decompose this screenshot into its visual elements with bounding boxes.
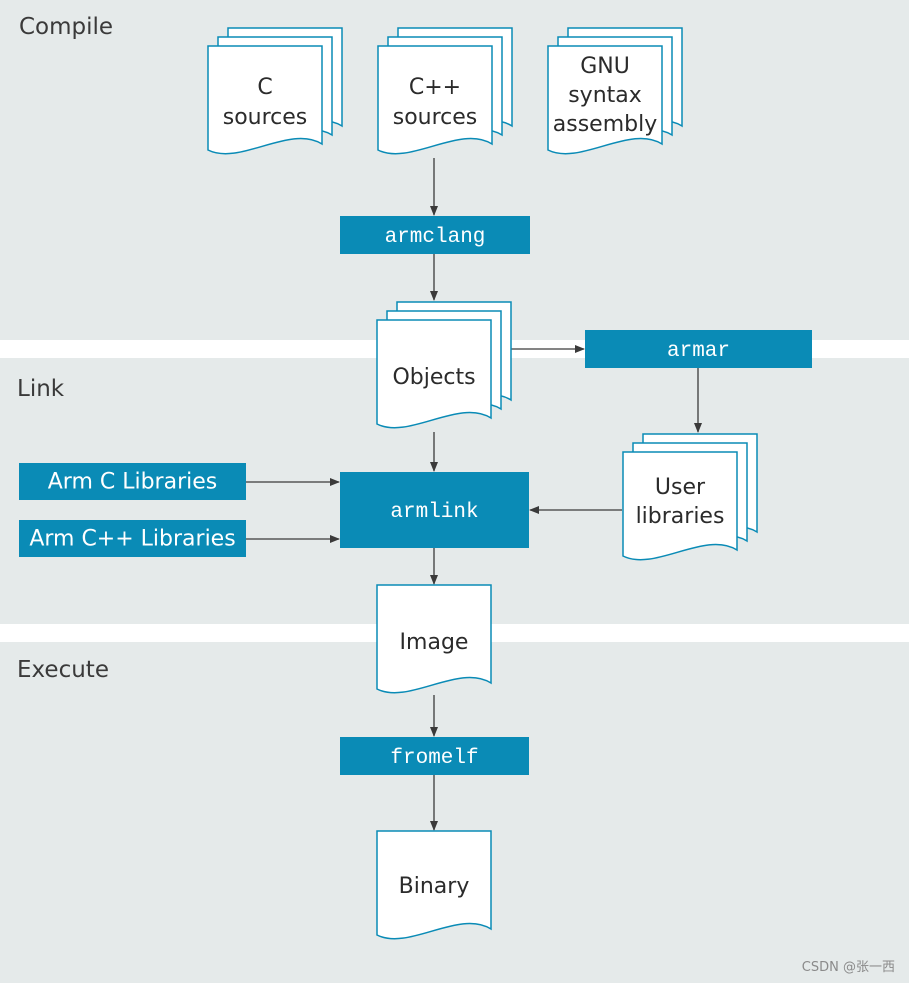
objects-doc: Objects [376,301,512,429]
armlink-box: armlink [340,472,529,548]
c-sources-doc-label: sources [223,105,308,130]
armar-box-label: armar [667,340,730,363]
gnu-assembly-doc-label: GNU [580,54,630,79]
cpp-sources-doc-label: sources [393,105,478,130]
section-label-link: Link [17,376,65,402]
image-doc-sheet [376,584,492,694]
c-sources-doc-label: C [257,75,272,100]
armar-box-box [585,330,812,368]
armar-box: armar [585,330,812,368]
fromelf-box-box [340,737,529,775]
section-label-execute: Execute [17,657,109,683]
armclang-box-box [340,216,530,254]
c-sources-doc-sheet [207,45,323,155]
cpp-sources-doc: C++ sources [377,27,513,155]
gnu-assembly-doc: GNU syntax assembly [547,27,683,155]
armclang-box-label: armclang [385,226,486,249]
execute-band [0,642,909,983]
fromelf-box-label: fromelf [390,747,478,770]
image-doc: Image [376,584,492,694]
binary-doc-sheet [376,830,492,940]
user-libraries-doc-label: User [655,475,706,500]
arm-cpp-libraries-box: Arm C++ Libraries [19,520,246,557]
arm-cpp-libraries-box-label: Arm C++ Libraries [29,527,235,552]
gnu-assembly-doc-label: assembly [553,112,657,137]
arm-c-libraries-box-box [19,463,246,500]
objects-doc-sheet [376,319,492,429]
armclang-box: armclang [340,216,530,254]
armlink-box-box [340,472,529,548]
gnu-assembly-doc-label: syntax [568,83,642,108]
arm-c-libraries-box: Arm C Libraries [19,463,246,500]
user-libraries-doc-label: libraries [636,504,725,529]
user-libraries-doc-sheet [622,451,738,561]
binary-doc-label: Binary [399,874,470,899]
cpp-sources-doc-label: C++ [409,75,461,100]
section-label-compile: Compile [19,14,114,40]
watermark: CSDN @张一西 [801,960,895,975]
objects-doc-label: Objects [392,365,475,390]
cpp-sources-doc-sheet [377,45,493,155]
armlink-box-label: armlink [390,501,478,524]
gnu-assembly-doc-sheet [547,45,663,155]
arm-c-libraries-box-label: Arm C Libraries [48,470,218,495]
user-libraries-doc: User libraries [622,433,758,561]
arm-cpp-libraries-box-box [19,520,246,557]
binary-doc: Binary [376,830,492,940]
fromelf-box: fromelf [340,737,529,775]
image-doc-label: Image [400,630,469,655]
